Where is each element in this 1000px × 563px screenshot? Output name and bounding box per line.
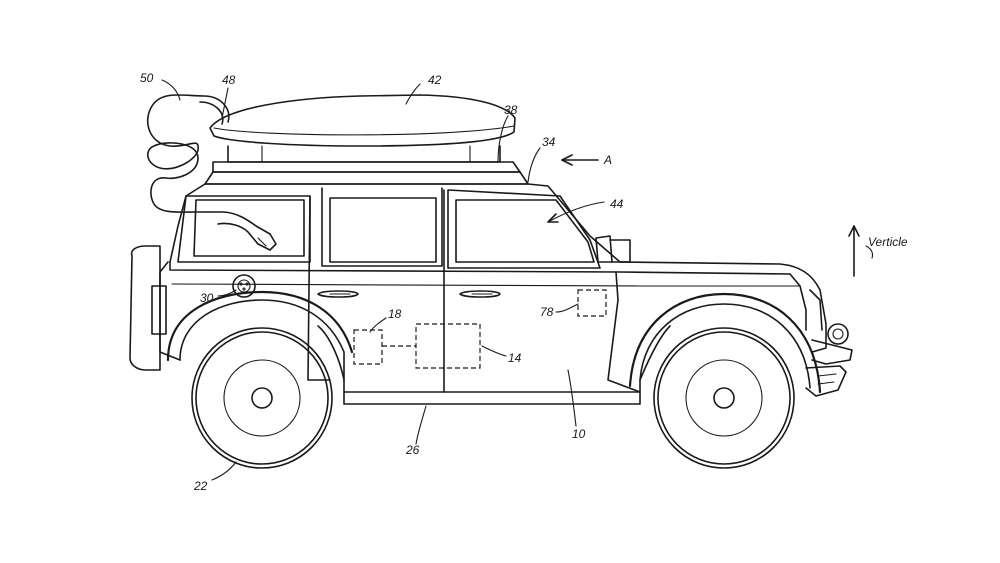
label-34: 34 xyxy=(542,135,556,149)
label-vertical: Verticle xyxy=(868,235,908,249)
label-78: 78 xyxy=(540,305,554,319)
front-wheel xyxy=(628,292,822,469)
label-18: 18 xyxy=(388,307,402,321)
roof-rack-38 xyxy=(204,161,529,185)
label-38: 38 xyxy=(504,103,518,117)
label-22: 22 xyxy=(193,479,208,493)
vehicle-body-10 xyxy=(159,183,853,405)
component-18 xyxy=(353,329,383,365)
box-mount xyxy=(227,145,501,163)
charging-cable-50 xyxy=(146,94,230,213)
rear-wheel-22 xyxy=(166,290,354,469)
cargo-box-42 xyxy=(209,94,516,147)
label-42: 42 xyxy=(428,73,442,87)
label-view-a: A xyxy=(603,153,612,167)
battery-14 xyxy=(382,323,481,369)
arrow-44 xyxy=(547,201,605,223)
vertical-arrow xyxy=(848,225,874,277)
charging-connector-48 xyxy=(207,211,277,251)
label-50: 50 xyxy=(140,71,154,85)
spare-tire xyxy=(129,245,167,371)
view-arrow-a xyxy=(561,154,599,166)
label-10: 10 xyxy=(572,427,586,441)
label-30: 30 xyxy=(200,291,214,305)
component-78 xyxy=(577,289,607,317)
label-48: 48 xyxy=(222,73,236,87)
label-26: 26 xyxy=(405,443,420,457)
leader-lines xyxy=(161,79,579,481)
doors xyxy=(307,189,641,393)
label-44: 44 xyxy=(610,197,624,211)
label-14: 14 xyxy=(508,351,522,365)
side-mirror xyxy=(595,235,631,263)
charging-port-30 xyxy=(232,274,256,298)
